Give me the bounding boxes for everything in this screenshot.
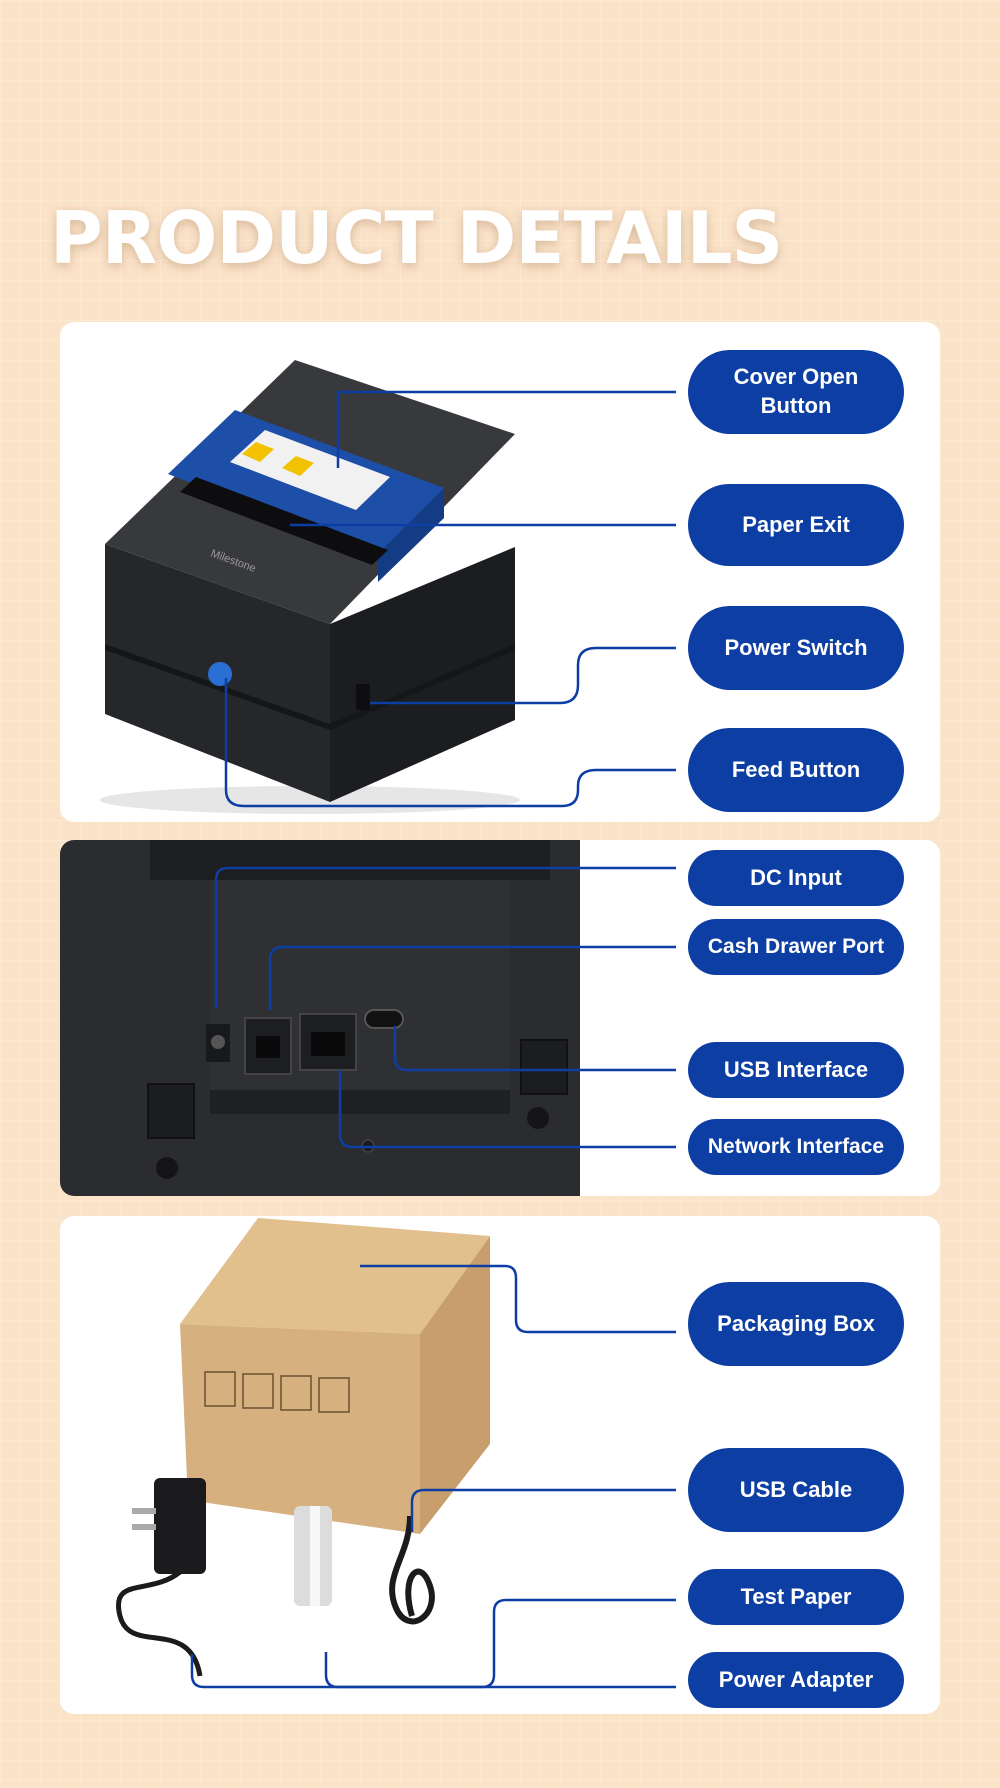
packaging-box-label: Packaging Box xyxy=(688,1282,904,1366)
paper-exit-label: Paper Exit xyxy=(688,484,904,566)
cash-drawer-port-label: Cash Drawer Port xyxy=(688,919,904,975)
power-switch-part xyxy=(356,684,370,710)
printer-front-image: Milestone xyxy=(100,360,520,814)
page-title: PRODUCT DETAILS xyxy=(50,196,783,280)
cover-open-button-label: Cover Open Button xyxy=(688,350,904,434)
dc-input-label: DC Input xyxy=(688,850,904,906)
package-contents-image xyxy=(116,1218,490,1677)
network-interface-label: Network Interface xyxy=(688,1119,904,1175)
test-paper-label: Test Paper xyxy=(688,1569,904,1625)
feed-button-label: Feed Button xyxy=(688,728,904,812)
usb-interface-label: USB Interface xyxy=(688,1042,904,1098)
power-switch-label: Power Switch xyxy=(688,606,904,690)
power-adapter-label: Power Adapter xyxy=(688,1652,904,1708)
printer-back-image xyxy=(60,840,580,1196)
usb-cable-label: USB Cable xyxy=(688,1448,904,1532)
